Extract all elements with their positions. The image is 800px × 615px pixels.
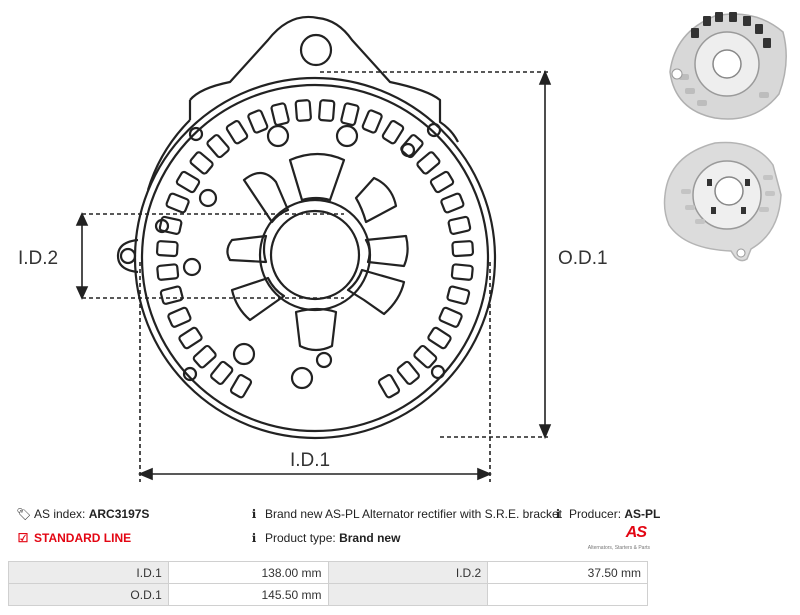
as-pl-logo: AS Alternators, Starters & Parts — [586, 524, 650, 554]
product-photo-top[interactable] — [655, 2, 795, 137]
slot — [427, 326, 452, 350]
spec-label: O.D.1 — [8, 583, 169, 606]
od1-label: O.D.1 — [558, 248, 608, 269]
slot — [438, 306, 463, 328]
info-icon: ℹ︎ — [555, 507, 561, 521]
side-tab-hole — [119, 247, 137, 265]
producer-label: Producer: — [569, 507, 622, 521]
inner-body-ring — [140, 83, 490, 433]
bracket-left-arm — [146, 119, 191, 191]
slot — [451, 240, 475, 258]
product-description: Brand new AS-PL Alternator rectifier wit… — [265, 507, 563, 521]
slot — [167, 306, 192, 328]
slot — [175, 170, 201, 194]
as-index-label: AS index: — [34, 507, 86, 521]
bracket-outline — [188, 15, 459, 143]
product-type-value: Brand new — [339, 531, 401, 545]
table-row: I.D.1 138.00 mm I.D.2 37.50 mm — [8, 561, 648, 584]
slot — [447, 215, 472, 235]
mount-holes — [154, 122, 446, 390]
slot — [396, 360, 420, 385]
slot — [178, 326, 203, 350]
rectifier-technical-drawing: I.D.2 O.D.1 I.D.1 — [18, 15, 608, 482]
spec-table: I.D.1 138.00 mm I.D.2 37.50 mm O.D.1 145… — [8, 561, 648, 606]
id2-label: I.D.2 — [18, 248, 58, 269]
slot — [192, 344, 217, 369]
producer-row: ℹ︎ Producer: AS-PL — [551, 507, 661, 521]
as-index-row: 🏷︎ AS index: ARC3197S — [16, 507, 149, 521]
slot — [450, 263, 474, 281]
info-icon: ℹ︎ — [251, 531, 257, 545]
standard-line-label: STANDARD LINE — [34, 531, 132, 545]
as-logo-mark: AS — [625, 524, 647, 541]
slot — [165, 192, 190, 214]
hub-inner — [269, 209, 361, 301]
slot — [189, 151, 214, 175]
slot — [400, 134, 424, 159]
slot — [294, 99, 312, 122]
slot — [158, 215, 183, 235]
product-photo-bottom[interactable] — [655, 135, 795, 270]
slot — [361, 109, 383, 134]
fan-blades — [226, 152, 409, 352]
spec-value: 145.50 mm — [167, 583, 329, 606]
slot — [270, 102, 290, 127]
slot — [156, 263, 180, 281]
dimension-lines — [75, 69, 552, 482]
id1-label: I.D.1 — [290, 450, 330, 471]
slot — [318, 99, 336, 122]
slot-ring — [155, 99, 475, 399]
slot — [206, 134, 230, 159]
spec-value: 37.50 mm — [487, 561, 648, 584]
description-row: ℹ︎ Brand new AS-PL Alternator rectifier … — [247, 507, 562, 521]
slot — [155, 240, 179, 258]
spec-label: I.D.1 — [8, 561, 169, 584]
slot — [440, 192, 465, 214]
slot — [381, 120, 405, 145]
product-type-label: Product type: — [265, 531, 336, 545]
top-mount-hole — [299, 33, 333, 67]
slot — [377, 374, 401, 399]
table-row: O.D.1 145.50 mm — [8, 583, 648, 606]
spec-value — [487, 583, 648, 606]
slot — [446, 285, 471, 305]
slot — [429, 170, 455, 194]
standard-line-row[interactable]: ☑ STANDARD LINE — [16, 531, 132, 545]
tag-icon: 🏷︎ — [16, 507, 32, 521]
outer-body — [133, 76, 497, 440]
as-index-value[interactable]: ARC3197S — [88, 507, 150, 521]
slot — [413, 344, 438, 369]
slot — [210, 360, 234, 385]
product-type-row: ℹ︎ Product type: Brand new — [247, 531, 401, 545]
info-icon: ℹ︎ — [251, 507, 257, 521]
producer-value: AS-PL — [624, 507, 661, 521]
slot — [247, 109, 269, 134]
checkbox-icon: ☑ — [17, 531, 29, 545]
spec-label — [327, 583, 489, 606]
slot — [225, 120, 249, 145]
spec-value: 138.00 mm — [167, 561, 329, 584]
spec-label: I.D.2 — [327, 561, 489, 584]
slot — [159, 285, 184, 305]
slot — [229, 374, 253, 399]
slot — [416, 151, 441, 175]
as-logo-tagline: Alternators, Starters & Parts — [587, 545, 650, 551]
slot — [340, 102, 360, 127]
side-tab — [116, 238, 139, 274]
